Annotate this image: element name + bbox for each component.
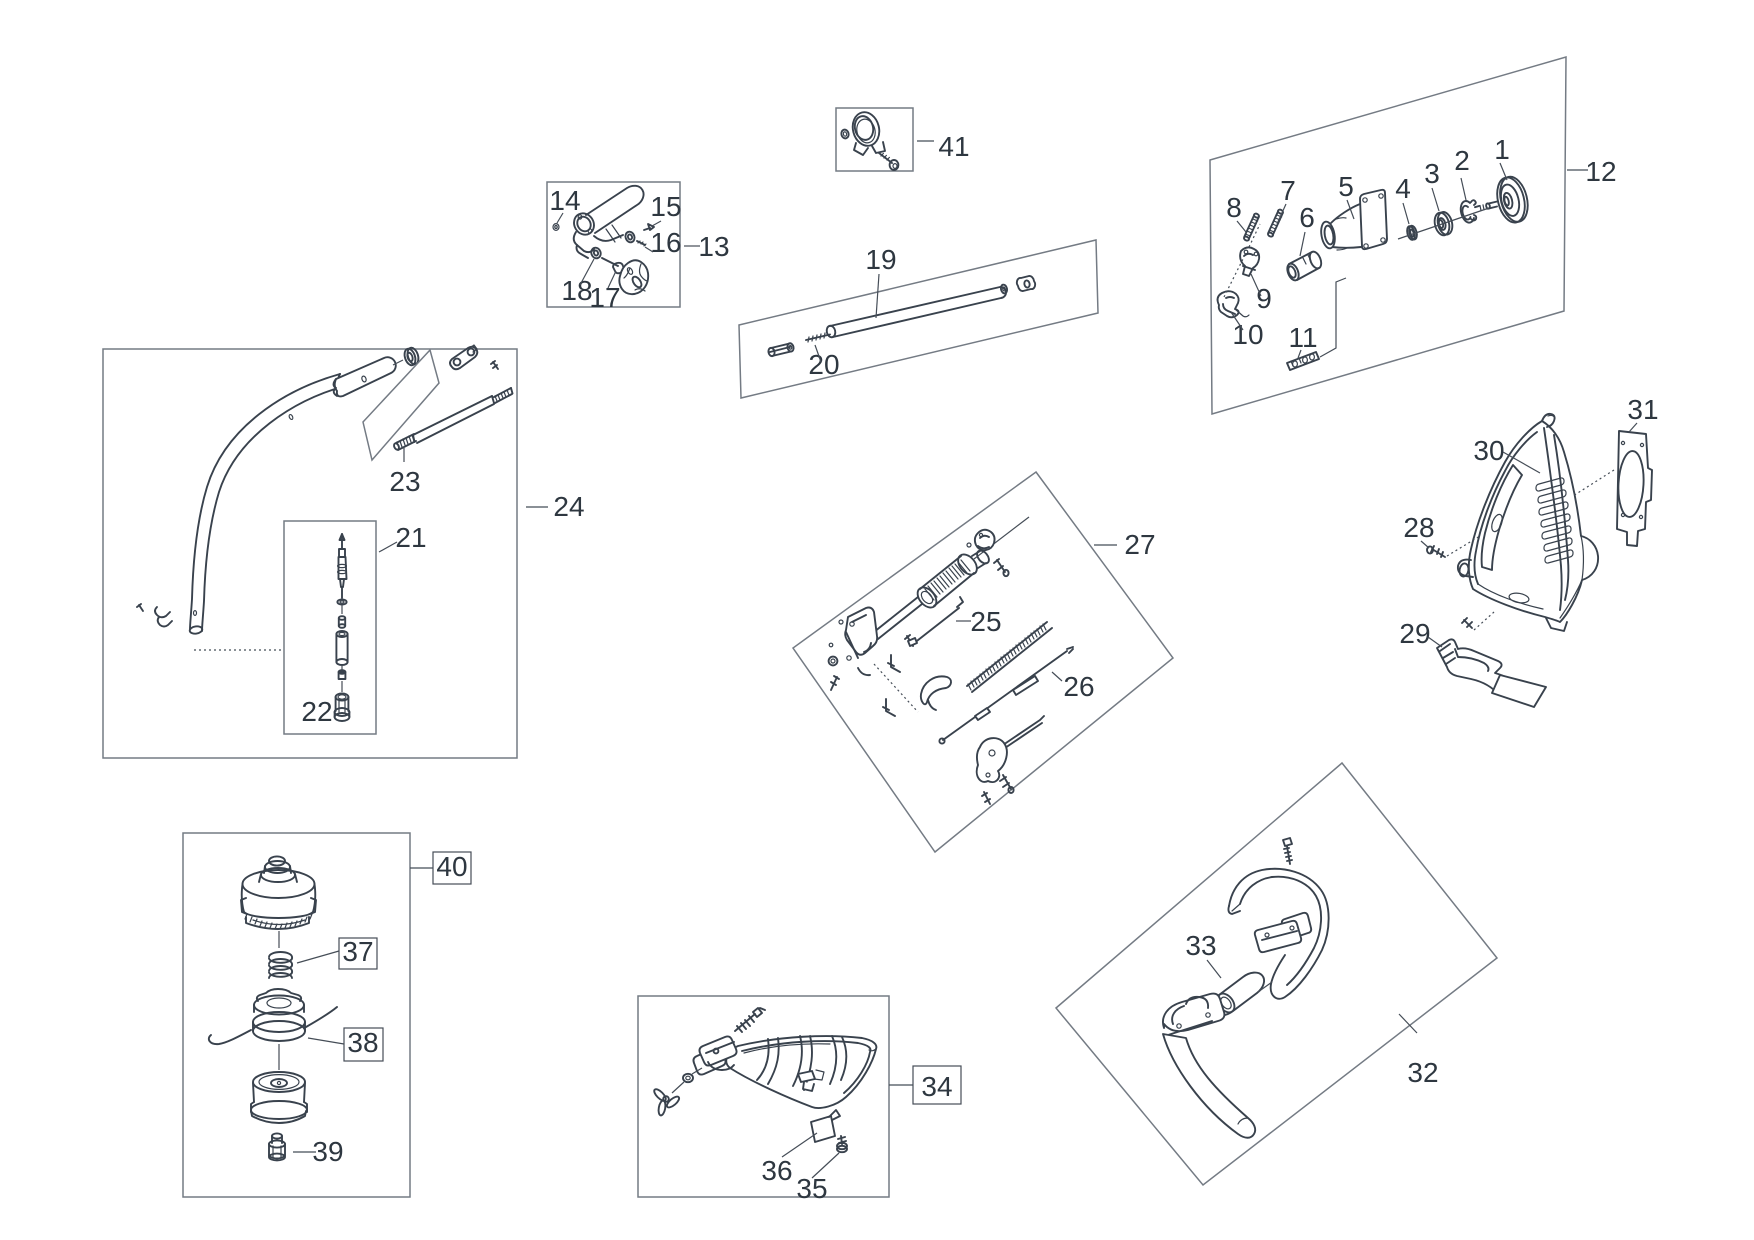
svg-text:34: 34 [921,1071,952,1102]
svg-text:14: 14 [549,185,580,216]
svg-text:24: 24 [553,491,584,522]
svg-text:1: 1 [1494,134,1510,165]
svg-text:26: 26 [1063,671,1094,702]
svg-text:2: 2 [1454,145,1470,176]
svg-text:9: 9 [1256,283,1272,314]
svg-text:27: 27 [1124,529,1155,560]
svg-text:36: 36 [761,1155,792,1186]
svg-text:18: 18 [561,275,592,306]
svg-text:12: 12 [1585,156,1616,187]
svg-text:39: 39 [312,1136,343,1167]
svg-text:32: 32 [1407,1057,1438,1088]
svg-text:38: 38 [347,1027,378,1058]
svg-text:40: 40 [436,851,467,882]
svg-text:21: 21 [395,522,426,553]
svg-text:37: 37 [342,936,373,967]
svg-text:33: 33 [1185,930,1216,961]
svg-text:31: 31 [1627,394,1658,425]
svg-text:35: 35 [796,1173,827,1204]
svg-text:28: 28 [1403,512,1434,543]
svg-text:16: 16 [650,227,681,258]
svg-text:19: 19 [865,244,896,275]
svg-text:3: 3 [1424,158,1440,189]
svg-text:20: 20 [808,349,839,380]
svg-text:13: 13 [698,231,729,262]
svg-text:10: 10 [1232,319,1263,350]
svg-text:4: 4 [1395,173,1411,204]
svg-text:22: 22 [301,696,332,727]
svg-text:7: 7 [1280,175,1296,206]
svg-text:11: 11 [1288,322,1317,353]
svg-text:23: 23 [389,466,420,497]
svg-text:41: 41 [938,131,969,162]
svg-text:8: 8 [1226,192,1242,223]
svg-text:29: 29 [1399,618,1430,649]
svg-text:25: 25 [970,606,1001,637]
svg-text:17: 17 [589,282,620,313]
svg-text:30: 30 [1473,435,1504,466]
svg-text:6: 6 [1299,202,1315,233]
svg-text:15: 15 [650,191,681,222]
svg-text:5: 5 [1338,171,1354,202]
